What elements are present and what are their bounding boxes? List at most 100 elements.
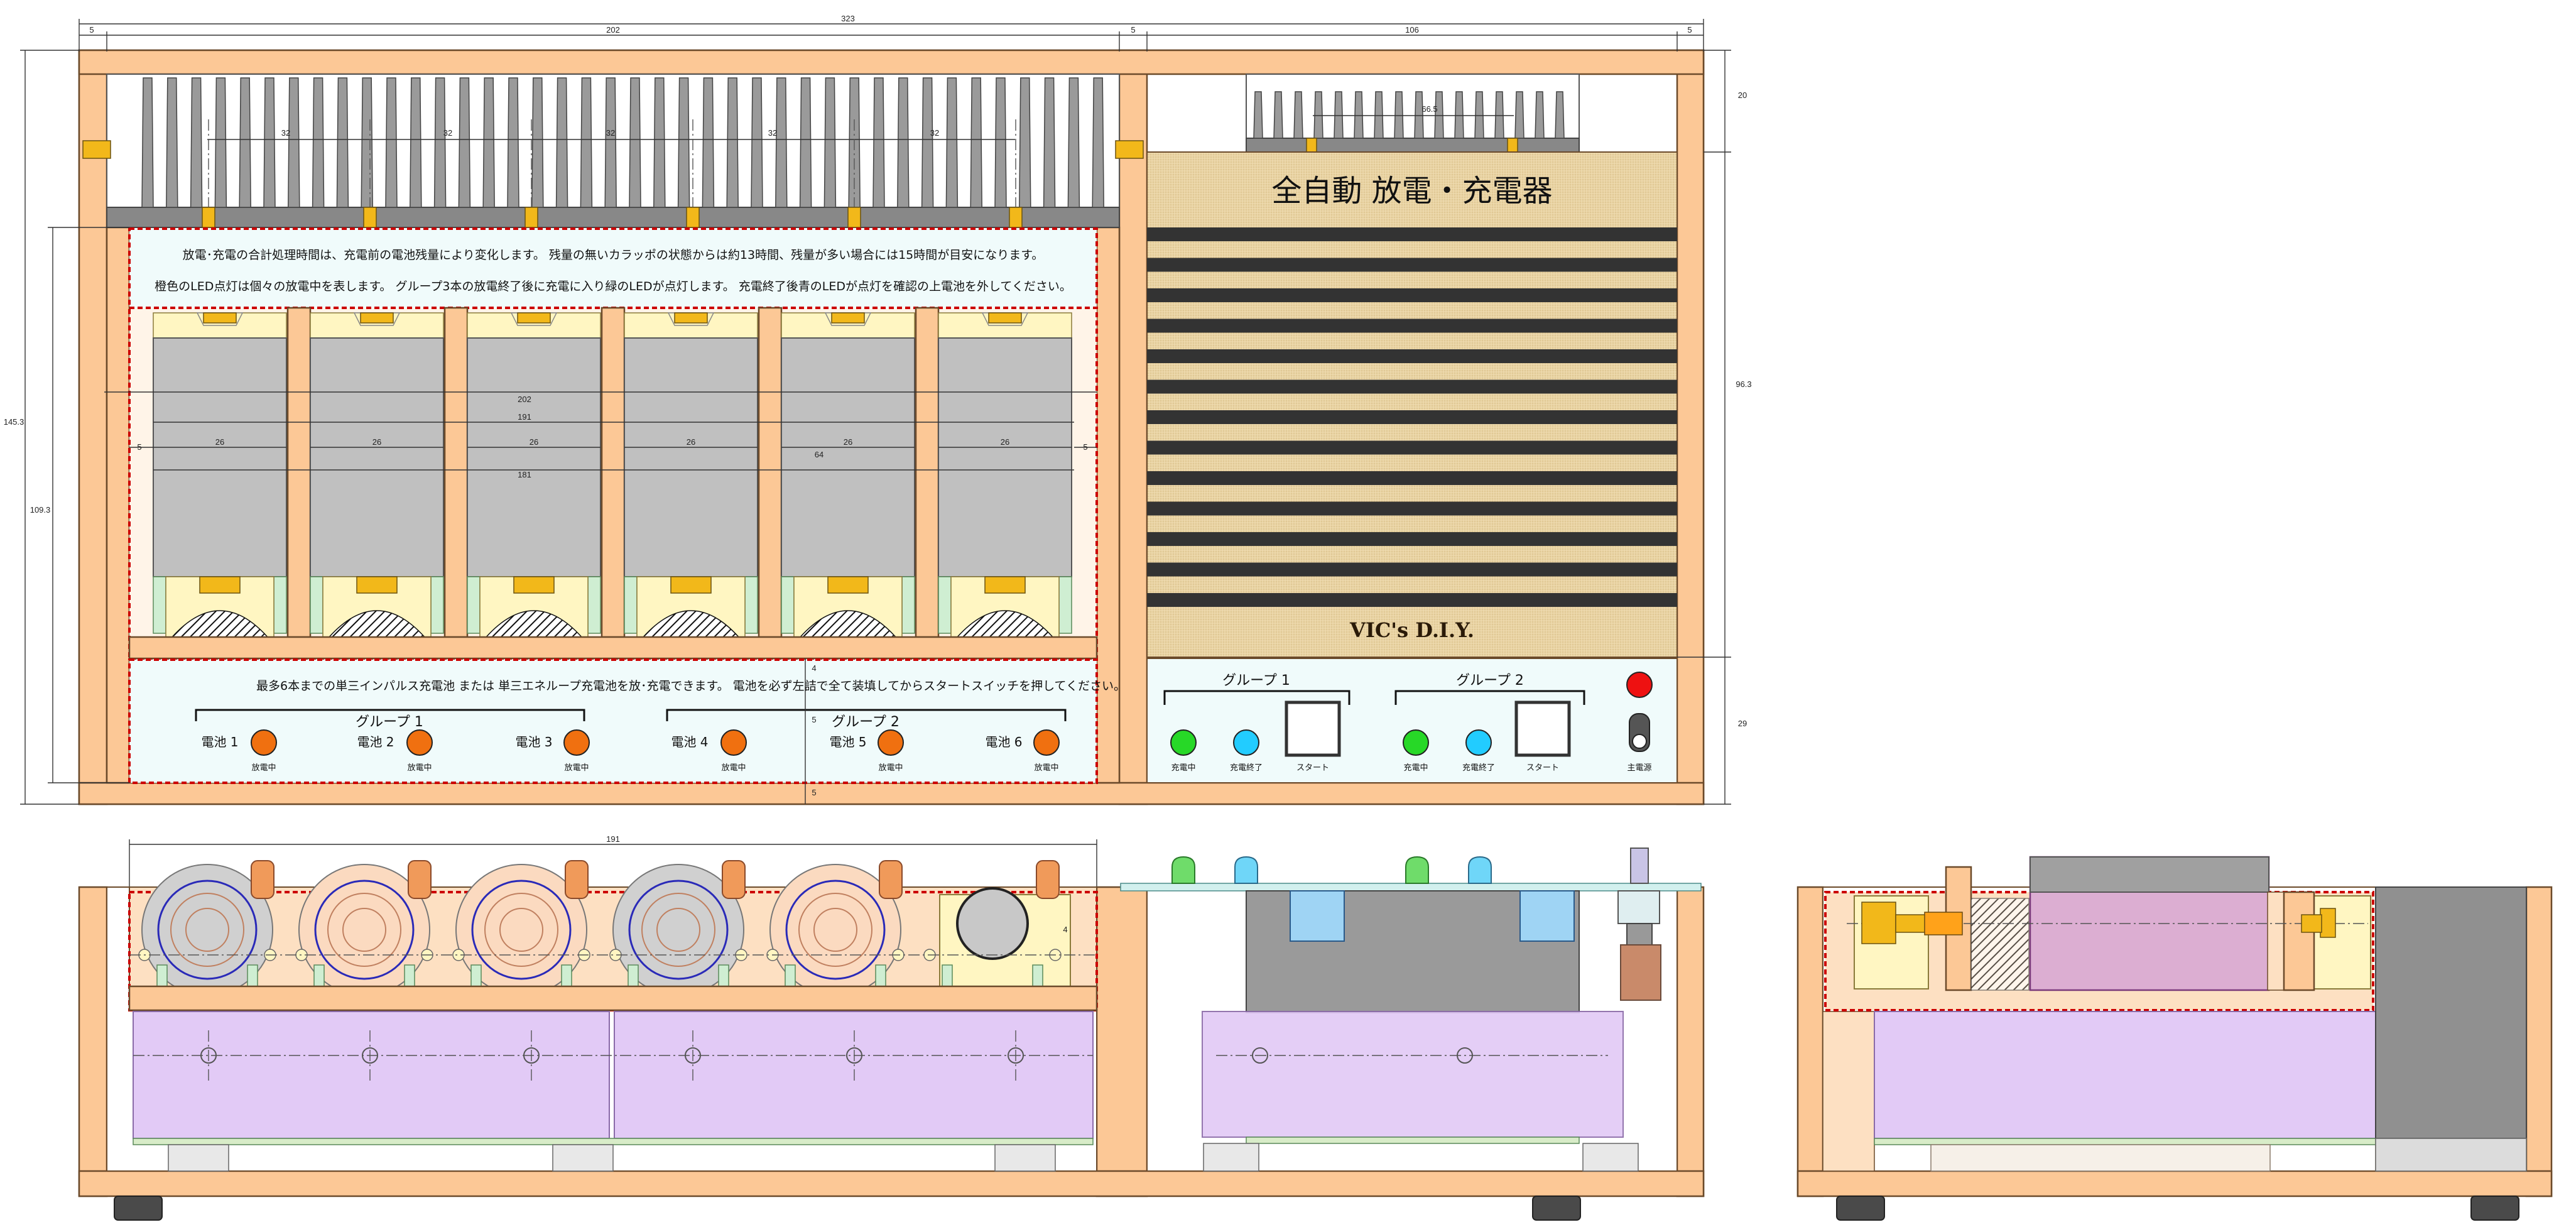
small-heat-sink-fin: [1253, 91, 1263, 139]
group-2-start-button[interactable]: [1514, 700, 1571, 757]
main-control-panel: [1146, 658, 1678, 783]
heat-sink-fin: [921, 77, 934, 208]
dim-right-section: 106: [1405, 25, 1419, 35]
holder-screw: [523, 1047, 540, 1064]
power-switch-label: 主電源: [1627, 763, 1651, 773]
power-supply-case: [1202, 1011, 1624, 1138]
info-panel: [128, 227, 1098, 309]
heat-sink-fin: [458, 77, 471, 208]
group-1-start-button[interactable]: [1285, 700, 1341, 757]
side-view: [1796, 856, 2553, 1221]
cell-1-led-label: 放電中: [251, 763, 276, 773]
heat-sink-fin: [410, 77, 422, 208]
power-indicator-led: [1626, 672, 1653, 698]
dim-bottom-4: 4: [1063, 925, 1067, 934]
battery-terminal-top: [203, 312, 237, 324]
heat-sink-fin: [166, 77, 178, 208]
group-1-start-label: スタート: [1296, 763, 1329, 773]
battery-slot: [624, 337, 758, 577]
control-group-1: グループ 1 充電中 充電終了 スタート: [1163, 673, 1350, 773]
battery-spring: [956, 610, 1054, 638]
heat-sink-terminal: [202, 207, 215, 228]
dim-left-section: 202: [606, 25, 620, 35]
heat-sink-fin: [994, 77, 1007, 208]
battery-slot: [153, 337, 287, 577]
heat-sink-fin: [312, 77, 325, 208]
dim-slot-width: 26: [1001, 437, 1009, 447]
cell-3-discharge-led: [563, 729, 590, 756]
dim-side-4: 4: [812, 663, 816, 673]
heat-sink-fin: [677, 77, 690, 208]
cell-3-led-label: 放電中: [564, 763, 589, 773]
battery-holder-right: [614, 1011, 1094, 1139]
heat-sink-fin: [751, 77, 763, 208]
heat-sink-fin: [580, 77, 593, 208]
battery-spring: [799, 610, 897, 638]
vent-slot: [1147, 471, 1677, 485]
dim-slot-5b: 5: [1083, 442, 1087, 452]
heat-sink-fin: [433, 77, 447, 208]
battery-slot: [781, 337, 915, 577]
dim-wall-mid: 5: [1131, 25, 1135, 35]
holder-screw: [200, 1047, 217, 1064]
dim-side-5a: 5: [812, 715, 816, 724]
heat-sink-fin: [336, 77, 349, 208]
vent-slot: [1147, 440, 1677, 455]
heat-sink-fin: [1067, 77, 1080, 208]
heat-sink-fin: [604, 77, 617, 208]
vent-slot: [1147, 501, 1677, 516]
holder-screw: [362, 1047, 378, 1064]
vent-slot: [1147, 319, 1677, 333]
small-heat-sink-fin: [1334, 91, 1344, 139]
heat-sink-mount-right: [1115, 140, 1144, 159]
small-heat-sink-fin: [1555, 91, 1565, 139]
cell-5-discharge-led: [878, 729, 904, 756]
dim-fin-pitch: 32: [930, 128, 939, 138]
heat-sink-fin: [945, 77, 959, 208]
cell-2-discharge-led: [406, 729, 433, 756]
small-heat-sink-fin: [1494, 91, 1504, 139]
cell-5-label: 電池 5: [829, 734, 866, 750]
dim-right-mid: 96.3: [1736, 379, 1751, 389]
side-blue-led-2: [1468, 856, 1492, 884]
small-heat-sink-fin: [1293, 91, 1303, 139]
heat-sink-fin: [361, 77, 373, 208]
cell-5-led-label: 放電中: [878, 763, 903, 773]
battery-spring-terminal: [356, 576, 398, 594]
heat-sink-fin: [970, 77, 982, 208]
group-2-charging-led: [1403, 729, 1429, 756]
ventilation-slots: [1147, 227, 1677, 607]
battery-terminal-top: [831, 312, 865, 324]
battery-spring-terminal: [199, 576, 241, 594]
heat-sink-fin: [190, 77, 203, 208]
group-1-label: グループ 1: [356, 714, 423, 730]
heat-sink-fin: [239, 77, 251, 208]
dim-inner-191: 191: [518, 412, 531, 422]
right-wall: [1676, 49, 1705, 805]
heat-sink-terminal: [363, 207, 377, 228]
dim-slot-width: 26: [372, 437, 381, 447]
cell-6-led-label: 放電中: [1034, 763, 1058, 773]
dim-overall-width: 323: [841, 14, 855, 23]
small-heat-sink-fin: [1454, 91, 1464, 139]
small-heat-sink-fin: [1313, 91, 1323, 139]
heat-sink-fin: [726, 77, 739, 208]
dim-slot-width: 26: [215, 437, 224, 447]
group-1-leds: グループ 1 電池 1 放電中 電池 2 放電中 電池 3 放電中: [195, 709, 590, 773]
battery-terminal-top: [674, 312, 708, 324]
control-group-2-label: グループ 2: [1456, 673, 1524, 689]
group-2-charging-label: 充電中: [1403, 763, 1428, 773]
small-heat-sink-fin: [1535, 91, 1545, 139]
section-view: 191 4: [78, 834, 1705, 1221]
dim-slot-5a: 5: [137, 442, 141, 452]
heat-sink-fin: [263, 77, 276, 208]
battery-slot: [310, 337, 444, 577]
battery-spring-terminal: [513, 576, 555, 594]
dim-slot-width: 26: [687, 437, 695, 447]
instruction-text: 最多6本までの単三インパルス充電池 または 単三エネループ充電池を放･充電できま…: [256, 679, 1126, 693]
dim-top-right: 20: [1738, 90, 1747, 100]
battery-terminal-top: [360, 312, 394, 324]
heat-sink-fin: [1092, 77, 1104, 208]
small-heat-sink-fin: [1374, 91, 1384, 139]
